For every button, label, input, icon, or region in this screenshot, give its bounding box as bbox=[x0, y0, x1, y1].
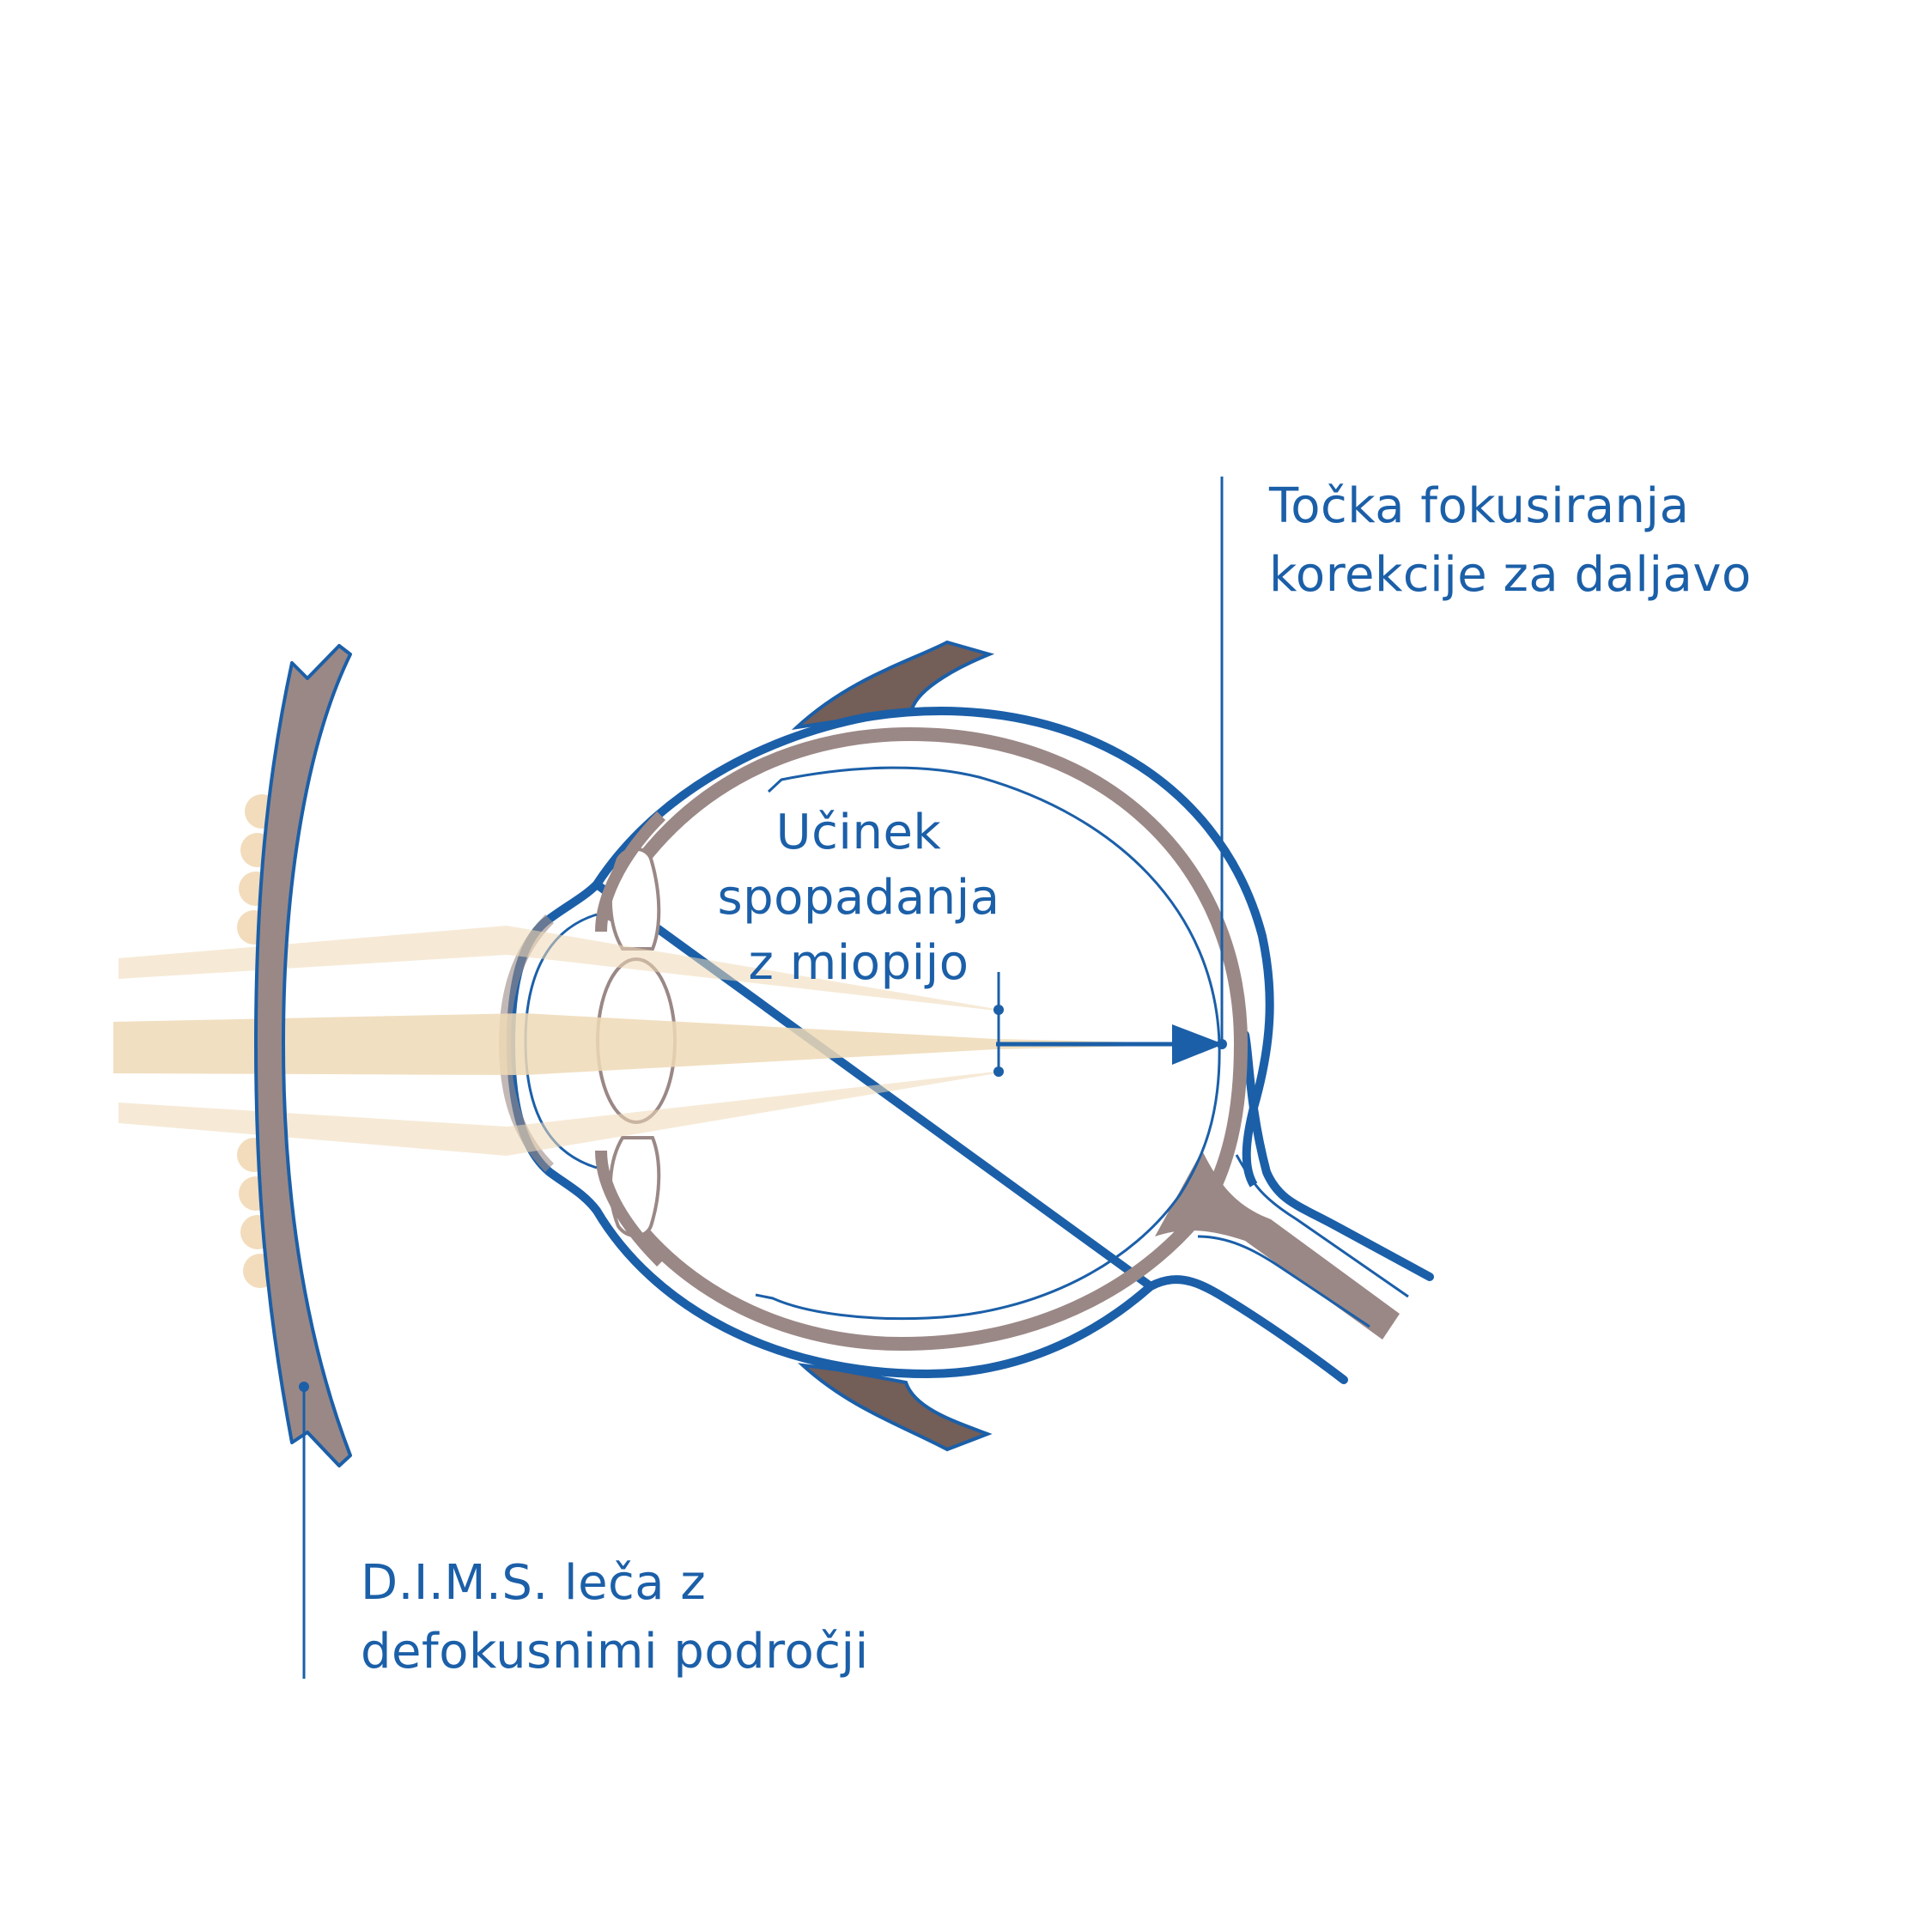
myopia-effect-label-line3: z miopijo bbox=[748, 935, 969, 991]
myopia-effect-label-line1: Učinek bbox=[775, 805, 942, 860]
light-beam-upper bbox=[118, 926, 996, 1011]
lens-leader-dot bbox=[299, 1382, 309, 1392]
lower-eye-muscle bbox=[797, 1363, 993, 1452]
focus-point-label: Točka fokusiranja korekcije za daljavo bbox=[1269, 472, 1752, 610]
ciliary-body-lower bbox=[609, 1136, 661, 1238]
myopia-indicator-dot-top bbox=[993, 1005, 1004, 1015]
dims-lens-label-line1: D.I.M.S. leča z bbox=[361, 1555, 707, 1611]
focus-point-label-line2: korekcije za daljavo bbox=[1269, 547, 1752, 603]
iris-lower bbox=[595, 1150, 665, 1267]
light-beam-lower bbox=[118, 1072, 996, 1156]
myopia-effect-label: Učinek spopadanja z miopijo bbox=[678, 800, 1039, 996]
myopia-effect-label-line2: spopadanja bbox=[717, 870, 1000, 926]
focus-point-label-line1: Točka fokusiranja bbox=[1269, 478, 1690, 534]
light-beam-central bbox=[113, 1013, 1219, 1075]
optic-nerve-fibers bbox=[1197, 1154, 1409, 1328]
focus-arrow-head bbox=[1172, 1024, 1224, 1065]
upper-eye-muscle bbox=[791, 640, 995, 730]
eye-choroid-layer bbox=[598, 726, 1249, 1352]
optic-nerve-upper-line bbox=[1241, 1030, 1434, 1281]
dims-lens-label-line2: defokusnimi področji bbox=[361, 1624, 869, 1680]
focus-point-dot bbox=[1217, 1039, 1227, 1049]
dims-lens-label: D.I.M.S. leča z defokusnimi področji bbox=[361, 1549, 869, 1686]
dims-spectacle-lens bbox=[254, 644, 352, 1467]
iris-upper bbox=[595, 811, 665, 933]
myopia-indicator-dot-bottom bbox=[993, 1066, 1004, 1077]
optic-nerve-lower-line bbox=[1146, 1275, 1348, 1384]
eye-retina-line bbox=[755, 766, 1221, 1321]
